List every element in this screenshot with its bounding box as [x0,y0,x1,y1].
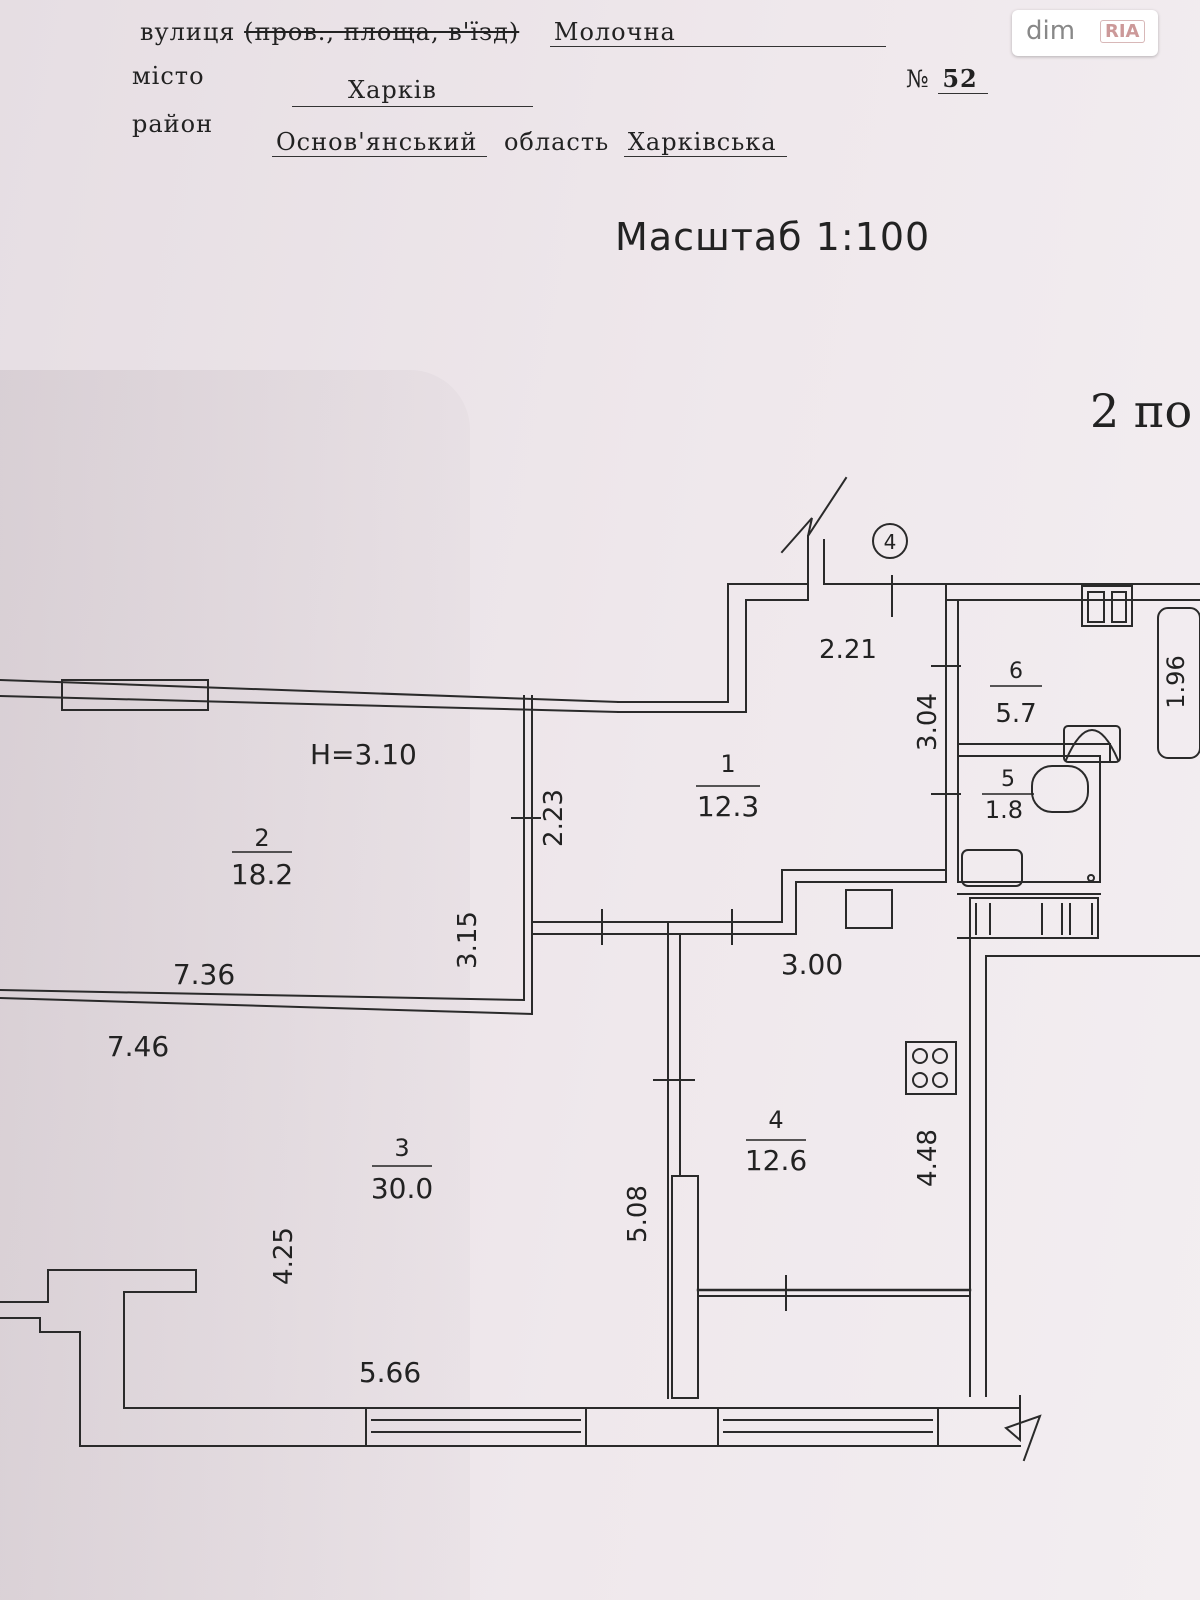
city-label: місто [132,62,205,90]
region-value: Харківська [623,128,787,157]
dimension-label: 3.04 [913,693,943,751]
district-row: район [132,110,213,138]
dimension-label: 1.96 [1162,655,1190,708]
dimension-label: 4.48 [913,1129,943,1187]
dimension-label: 7.36 [173,958,235,991]
break-line-top [780,476,848,554]
room-number: 4 [768,1106,783,1134]
wall-hall-inner [617,599,809,713]
street-note: (пров., площа, в'їзд) [244,18,520,46]
room-2-label: 2 18.2 [231,824,293,891]
room-area: 18.2 [231,858,293,891]
room-6-label: 6 5.7 [990,659,1042,729]
number-row: № 52 [906,64,988,94]
city-row: місто [132,62,205,90]
floor-label: 2 по [1090,384,1193,438]
street-label: вулиця [140,18,236,46]
room-number: 1 [720,750,735,778]
city-value-wrap: Харків [292,76,533,107]
dimension-label: 5.66 [359,1356,421,1389]
room-5-label: 5 1.8 [982,767,1034,824]
city-value: Харків [292,76,533,107]
region-label: область [503,128,610,156]
room-number: 3 [394,1134,409,1162]
room-area: 12.3 [697,790,759,823]
room-area: 12.6 [745,1144,807,1177]
street-row: вулиця (пров., площа, в'їзд) Молочна [140,18,886,47]
ceiling-height-label: H=3.10 [310,738,417,771]
dimension-label: 4.25 [269,1227,299,1285]
dimension-label: 2.23 [539,789,569,847]
dimria-logo: dim RIA [1012,10,1158,56]
logo-dim-text: dim [1026,16,1076,46]
street-value: Молочна [549,18,886,47]
scale-label: Масштаб 1:100 [615,215,931,259]
wall-room2-top [0,678,620,704]
dimension-label: 7.46 [107,1030,169,1063]
room-3-label: 3 30.0 [371,1134,433,1205]
room-number: 2 [254,824,269,852]
wall-bottom [0,1269,1021,1409]
room-1-label: 1 12.3 [696,750,760,823]
logo-ria-text: RIA [1100,20,1145,43]
district-label: район [132,110,214,138]
room-4-label: 4 12.6 [745,1106,807,1177]
axis-marker-circle [872,523,908,559]
room-number: 5 [1001,767,1015,792]
room-area: 30.0 [371,1172,433,1205]
room-area: 1.8 [985,796,1023,824]
dimension-label: 3.00 [781,948,843,981]
dimension-label: 5.08 [623,1185,653,1243]
wall-hall-outer [617,583,809,703]
district-region-row: Основ'янський область Харківська [272,128,787,157]
dimension-label: 2.21 [819,635,877,665]
number-label: № [906,65,930,93]
room-area: 5.7 [995,699,1036,729]
number-value: 52 [938,64,988,94]
axis-marker-label: 4 [884,530,897,554]
dimension-label: 3.15 [453,911,483,969]
room-number: 6 [1009,659,1023,684]
district-value: Основ'янський [272,128,488,157]
